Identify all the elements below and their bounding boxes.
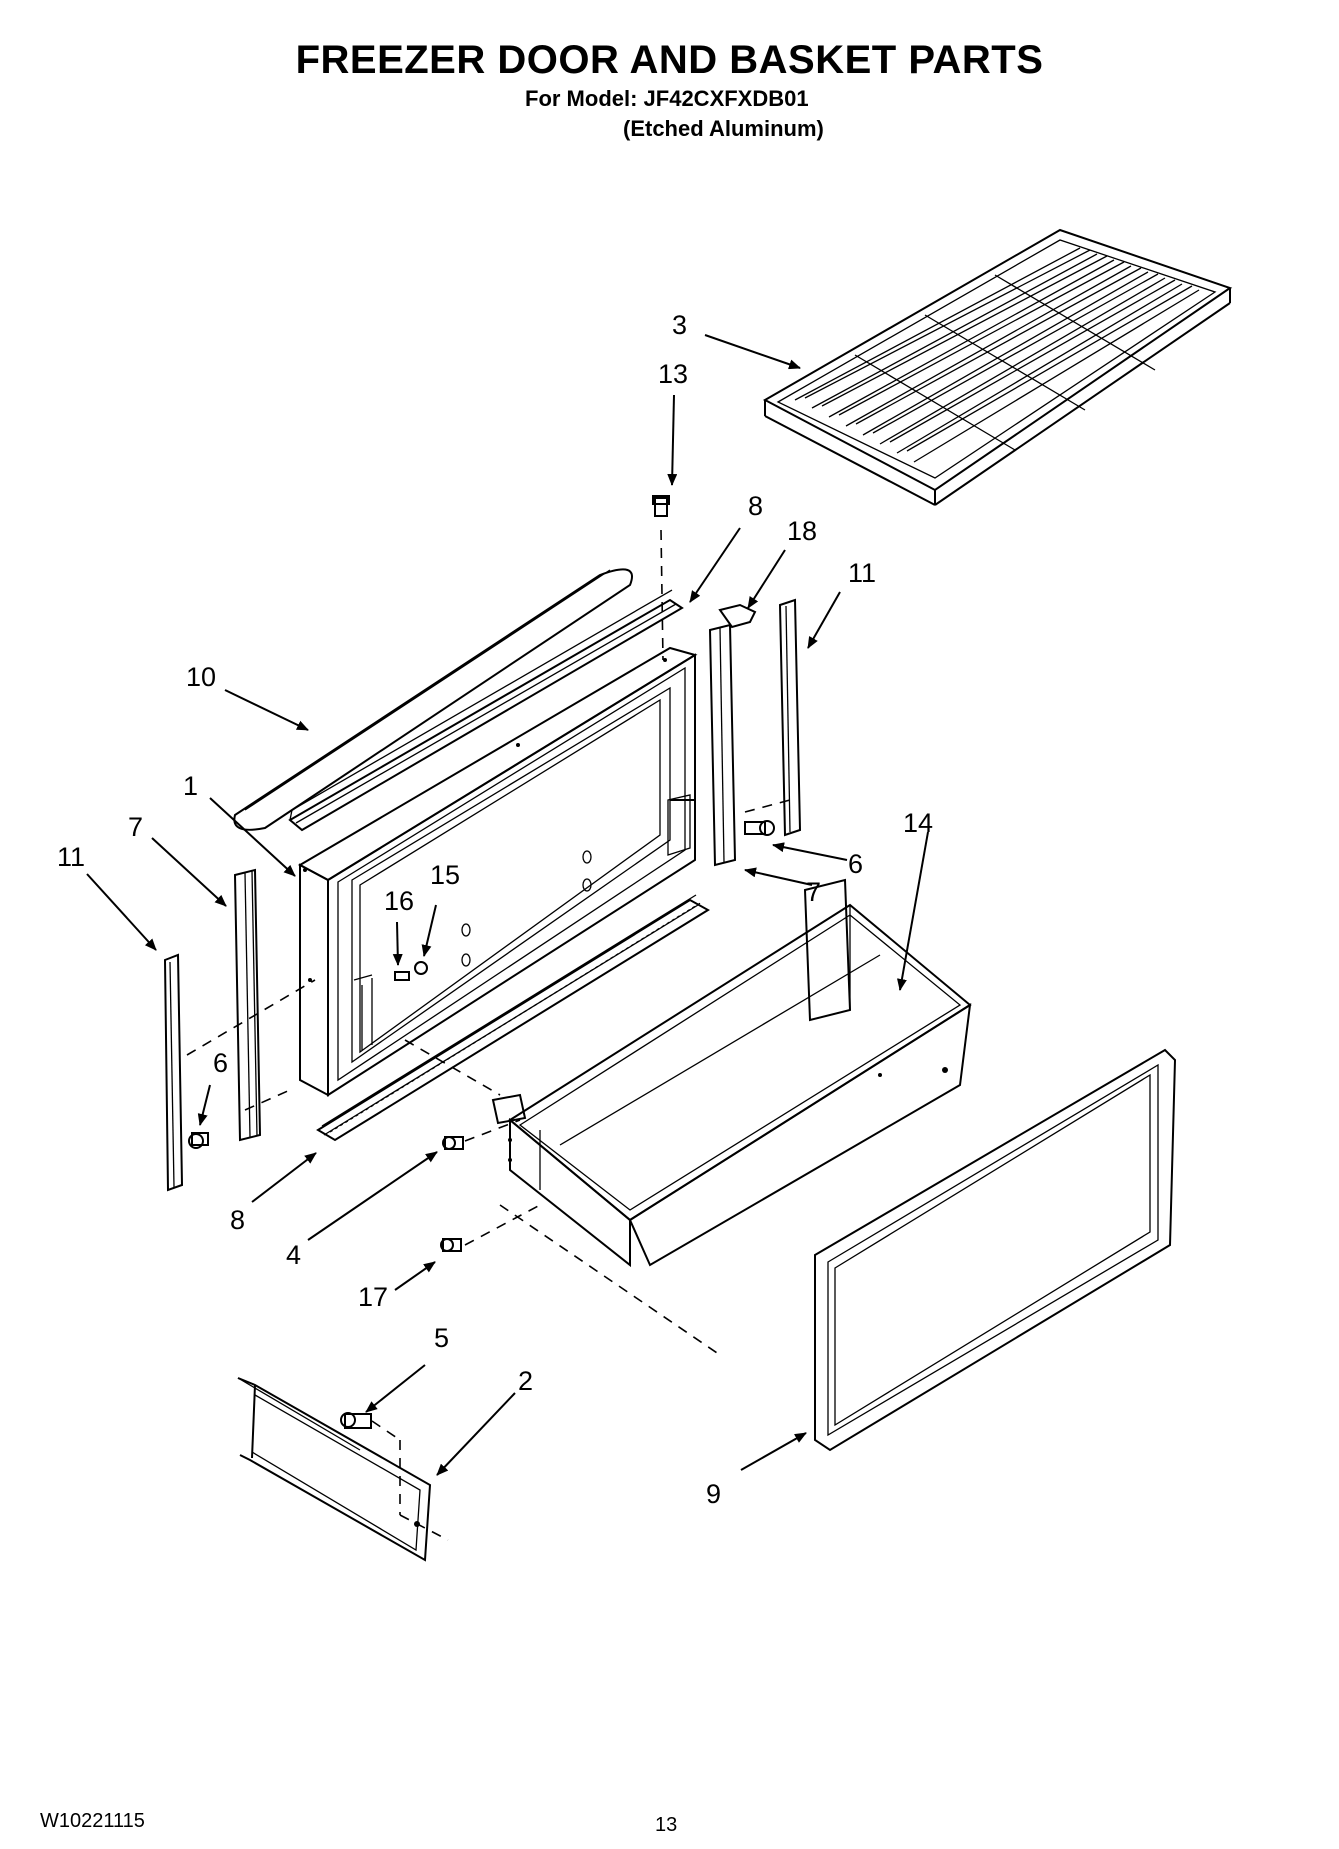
clip-part [718, 603, 757, 629]
lower-channel-part [316, 894, 710, 1142]
callout-6-right: 6 [848, 849, 863, 879]
model-line: For Model: JF42CXFXDB01 [525, 86, 809, 111]
screw-17 [440, 1238, 462, 1252]
callout-11-right: 11 [848, 558, 876, 588]
screw-13 [652, 495, 670, 517]
page-number: 13 [655, 1814, 678, 1836]
upper-channel-part [288, 589, 684, 832]
left-bracket-part [233, 868, 262, 1142]
callout-9: 9 [706, 1479, 721, 1509]
callout-7-left: 7 [128, 812, 143, 842]
gasket-part [814, 1048, 1177, 1452]
screw-16 [394, 971, 410, 981]
callout-labels: 3 13 8 18 11 10 1 7 11 16 15 14 6 7 6 8 … [57, 310, 933, 1509]
door-frame-part [297, 646, 698, 1097]
right-bracket-part [708, 623, 737, 867]
top-trim-part [233, 568, 633, 831]
callout-8-top: 8 [748, 491, 763, 521]
assembly-lines [186, 529, 791, 1541]
screw-4 [442, 1136, 464, 1150]
right-slide-rail-part [778, 598, 802, 837]
left-slide-rail-part [163, 953, 184, 1192]
callout-6-left: 6 [213, 1048, 228, 1078]
shelf-grid-part [762, 228, 1233, 506]
callout-15: 15 [430, 860, 460, 890]
nut-15 [414, 961, 428, 975]
screw-6-right [744, 820, 775, 836]
callout-7-right: 7 [806, 877, 821, 907]
basket-part [491, 878, 972, 1268]
leader-lines [86, 334, 929, 1476]
callout-13: 13 [658, 359, 688, 389]
callout-2: 2 [518, 1366, 533, 1396]
document-number: W10221115 [40, 1810, 145, 1832]
callout-1: 1 [183, 771, 198, 801]
callout-18: 18 [787, 516, 817, 546]
callout-10: 10 [186, 662, 216, 692]
callout-8-bottom: 8 [230, 1205, 245, 1235]
front-panel-part [237, 1377, 432, 1562]
callout-17: 17 [358, 1282, 388, 1312]
callout-5: 5 [434, 1323, 449, 1353]
callout-3: 3 [672, 310, 687, 340]
callout-11-left: 11 [57, 842, 85, 872]
page-title: FREEZER DOOR AND BASKET PARTS [295, 38, 1044, 82]
callout-4: 4 [286, 1240, 301, 1270]
callout-16: 16 [384, 886, 414, 916]
screw-6-left [188, 1132, 209, 1149]
screw-5 [340, 1412, 372, 1429]
finish-line: (Etched Aluminum) [623, 116, 824, 141]
callout-14: 14 [903, 808, 933, 838]
